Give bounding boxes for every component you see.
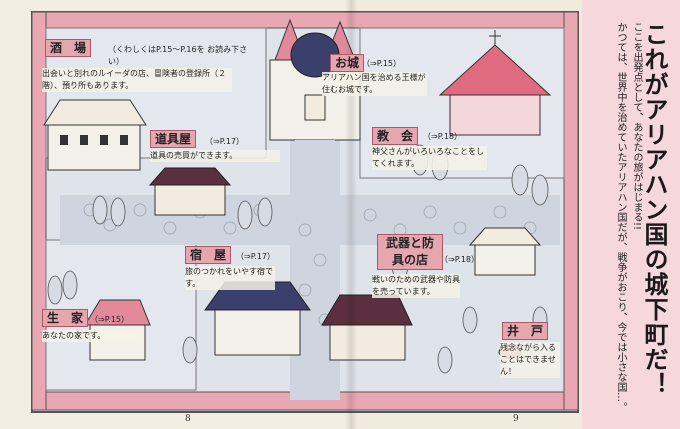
well-description: 残念ながら入ることはできません！ — [500, 342, 560, 378]
church-description: 神父さんがいろいろなことをしてくれます。 — [372, 146, 487, 170]
tool-shop-label: 道具屋 — [150, 130, 197, 148]
weapon-shop-description: 戦いのための武器や防具を売っています。 — [372, 274, 460, 298]
intro-line-2: ここを出発点として、あなたの旅がはじまる!! — [631, 22, 642, 231]
inn-page-ref: （⇒P.17） — [236, 252, 276, 261]
book-gutter — [345, 0, 357, 429]
inn-description: 旅のつかれをいやす宿です。 — [185, 266, 275, 290]
tavern-label: 酒 場 — [45, 39, 92, 57]
church-illustration — [438, 30, 552, 136]
page-number-right: 9 — [513, 414, 519, 424]
well-label: 井 戸 — [502, 322, 549, 340]
tavern-description: 出会いと別れのルイーダの店、冒険者の登録所（２階）、預り所もあります。 — [42, 68, 232, 92]
castle-description: アリアハン国を治める王様が住むお城です。 — [322, 72, 427, 96]
castle-page-ref: （⇒P.15） — [362, 59, 402, 68]
intro-line-1: かつては、世界中を治めていたアリアハン国だが、戦争がおこり、今では小さな国…。 — [615, 22, 626, 412]
weapon-shop-page-ref: （⇒P.18） — [440, 255, 480, 264]
title-sidebar: これがアリアハン国の城下町だ！ かつては、世界中を治めていたアリアハン国だが、戦… — [582, 0, 680, 429]
tool-shop-page-ref: （⇒P.17） — [205, 137, 245, 146]
home-description: あなたの家です。 — [42, 330, 142, 342]
tool-shop-illustration — [148, 167, 232, 216]
tool-shop-description: 道具の売買ができます。 — [150, 150, 280, 162]
inn-label: 宿 屋 — [185, 246, 232, 264]
town-map-illustration — [31, 11, 579, 413]
north-wall — [31, 11, 579, 29]
weapon-shop-illustration — [321, 294, 413, 361]
page-title: これがアリアハン国の城下町だ！ — [640, 22, 668, 397]
tavern-page-ref: （くわしくはP.15～P.16を お読み下さい） — [108, 45, 248, 66]
page-number-left: 8 — [185, 414, 191, 424]
castle-label: お城 — [330, 54, 365, 72]
east-house-illustration — [468, 227, 542, 276]
church-label: 教 会 — [372, 127, 419, 145]
home-label: 生 家 — [42, 309, 89, 327]
inn-illustration — [204, 281, 311, 356]
home-page-ref: （⇒P.15） — [90, 315, 130, 324]
church-page-ref: （⇒P.18） — [423, 132, 463, 141]
weapon-shop-label: 武器と防具の店 — [377, 234, 443, 270]
tavern-illustration — [43, 99, 147, 171]
east-wall — [563, 11, 579, 411]
